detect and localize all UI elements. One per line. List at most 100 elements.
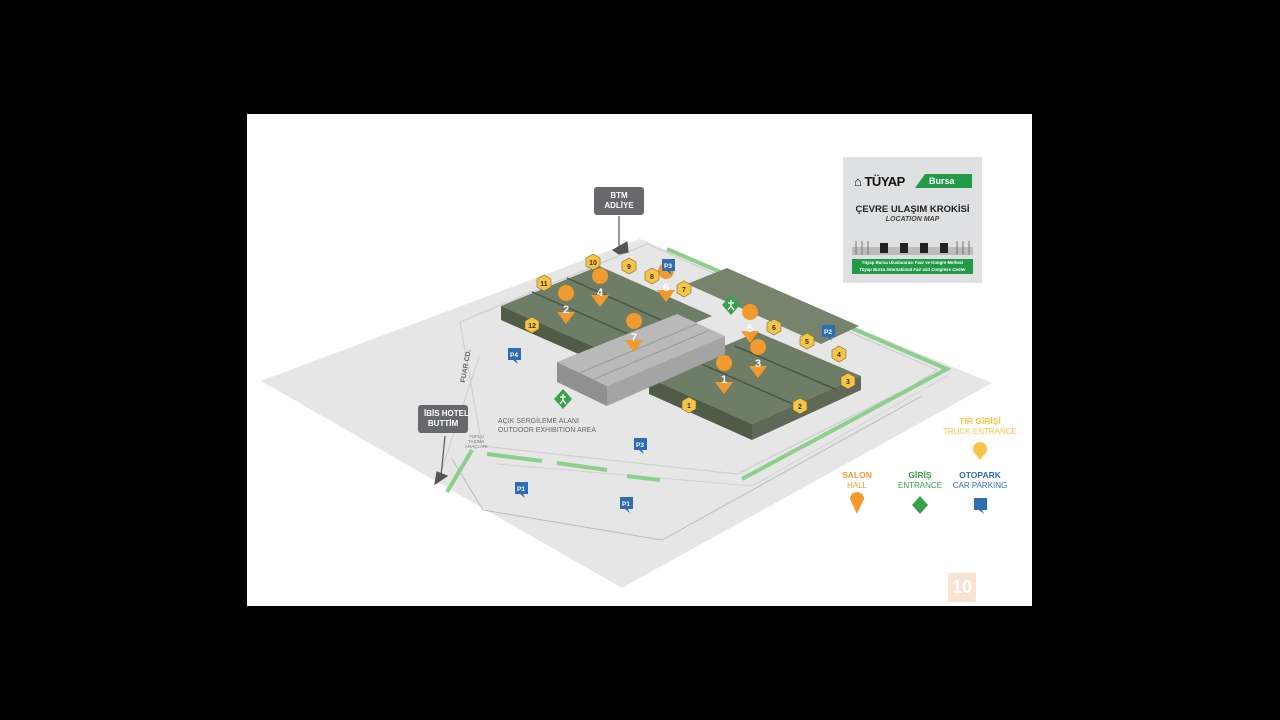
sign-ibis-line2: BUTTİM [427,419,459,428]
truck-marker-11 [536,274,552,292]
transport-note: TOPLU TAŞIMA ARAÇLARI [465,434,488,449]
direction-arrows [434,216,629,486]
hall-block-right-side [649,378,752,440]
transport-note-2: TAŞIMA [468,439,485,444]
building-illustration [852,241,973,255]
parking-marker-p1-right [620,497,633,513]
tuyap-brand-text: TÜYAP [864,174,905,189]
city-tag: Bursa [915,174,972,188]
page-number: 10 [948,573,976,602]
truck-marker-5 [799,332,815,350]
parking-label-p1-right: P1 [622,501,630,508]
sign-ibis-line1: İBİS HOTEL [424,409,469,418]
ibis-arrow-icon [434,471,449,486]
truck-label-3: 3 [846,379,850,386]
parking-marker-p3 [634,438,647,454]
entrance-person-icon-1 [727,300,735,311]
parking-marker-p1-left [515,482,528,498]
truck-marker-10 [585,253,601,271]
card-title: ÇEVRE ULAŞIM KROKİSİ [855,204,970,215]
tuyap-logo: ⌂ TÜYAP [854,174,905,189]
hall-marker-1 [716,355,733,371]
parking-label-p3-top: P3 [664,263,672,270]
truck-label-12: 12 [528,323,536,330]
hall-label-2: 2 [563,304,569,316]
hall-marker-7 [626,313,643,329]
truck-marker-1 [681,396,697,414]
truck-marker-4 [831,345,847,363]
truck-label-6: 6 [772,325,776,332]
legend-entrance-icon [912,496,928,514]
green-road-seg3 [626,474,661,482]
card-band: Tüyap Bursa Uluslararası Fuar ve Kongre … [852,259,973,274]
truck-marker-labels: 1 2 3 4 5 6 7 8 9 10 11 12 [528,260,850,411]
truck-label-7: 7 [682,287,686,294]
legend-hall-title: SALON [842,470,872,480]
truck-marker-8 [644,267,660,285]
parking-marker-labels: P3 P2 P4 P3 P1 P1 [510,263,832,508]
truck-label-1: 1 [687,403,691,410]
truck-marker-3 [840,372,856,390]
card-band-en: Tüyap Bursa International Fair and Congr… [859,267,966,272]
site-map: 1 2 3 4 5 6 7 1 2 3 4 5 [261,216,992,588]
truck-label-11: 11 [540,281,548,288]
legend-truck-sub: TRUCK ENTRANCE [943,427,1017,436]
sign-ibis-buttim: İBİS HOTEL BUTTİM [418,405,469,433]
truck-marker-2 [792,397,808,415]
parking-label-p3: P3 [636,442,644,449]
truck-marker-7 [676,280,692,298]
legend-truck-title: TIR GİRİŞİ [959,416,1001,426]
hall-marker-3 [750,339,767,355]
central-pavilion [557,314,725,386]
truck-label-8: 8 [650,274,654,281]
parking-marker-p3-top [662,259,675,275]
outdoor-area-label: AÇIK SERGİLEME ALANI OUTDOOR EXHIBITION … [498,417,596,435]
sign-btm-adliye: BTM ADLİYE [594,187,644,215]
hall-block-right [649,332,861,424]
parking-label-p1-left: P1 [517,486,525,493]
truck-marker-6 [766,318,782,336]
legend-hall-icon [850,492,864,514]
hall-wing-right [687,268,859,344]
road-outline-2 [496,375,948,487]
green-road-bottom [445,448,474,494]
parking-outline [451,395,923,541]
hall-label-6: 6 [663,282,669,294]
tuyap-logo-icon: ⌂ [854,174,862,189]
sign-btm-line2: ADLİYE [604,201,634,210]
outdoor-area-en: OUTDOOR EXHIBITION AREA [498,427,597,434]
legend-entrance-title: GİRİŞ [908,470,932,480]
slide: 1 2 3 4 5 6 7 1 2 3 4 5 [247,114,1032,606]
hall-label-3: 3 [755,358,761,370]
hall-label-7: 7 [631,332,637,344]
legend-parking-icon [974,498,987,514]
btm-arrow-icon [611,241,629,255]
legend-hall-sub: HALL [846,481,867,490]
hall-label-4: 4 [597,287,604,299]
legend-parking-sub: CAR PARKING [952,481,1008,490]
parking-marker-p4 [508,348,521,364]
hall-marker-5 [742,304,759,320]
legend-symbols [850,441,988,514]
green-road-seg1 [486,452,543,463]
truck-label-5: 5 [805,339,809,346]
outdoor-area-tr: AÇIK SERGİLEME ALANI [498,418,579,425]
hall-label-1: 1 [721,374,727,386]
sign-btm-line1: BTM [610,191,628,200]
card-band-tr: Tüyap Bursa Uluslararası Fuar ve Kongre … [861,260,964,265]
transport-note-1: TOPLU [468,434,484,439]
truck-marker-9 [621,257,637,275]
hall-marker-2 [558,285,575,301]
legend-truck-icon [973,441,988,460]
green-road-seg2 [556,461,608,472]
logo-card: ⌂ TÜYAP Bursa ÇEVRE ULAŞIM KROKİSİ LOCAT… [843,157,982,283]
parking-markers [508,259,835,513]
hall-marker-4 [592,268,609,284]
hall-marker-labels: 1 2 3 4 5 6 7 [563,282,761,386]
transport-note-3: ARAÇLARI [465,444,488,449]
legend-parking-title: OTOPARK [959,470,1001,480]
hall-label-5: 5 [747,323,753,335]
legend-entrance-sub: ENTRANCE [897,481,942,490]
truck-markers [524,253,856,415]
truck-label-9: 9 [627,264,631,271]
